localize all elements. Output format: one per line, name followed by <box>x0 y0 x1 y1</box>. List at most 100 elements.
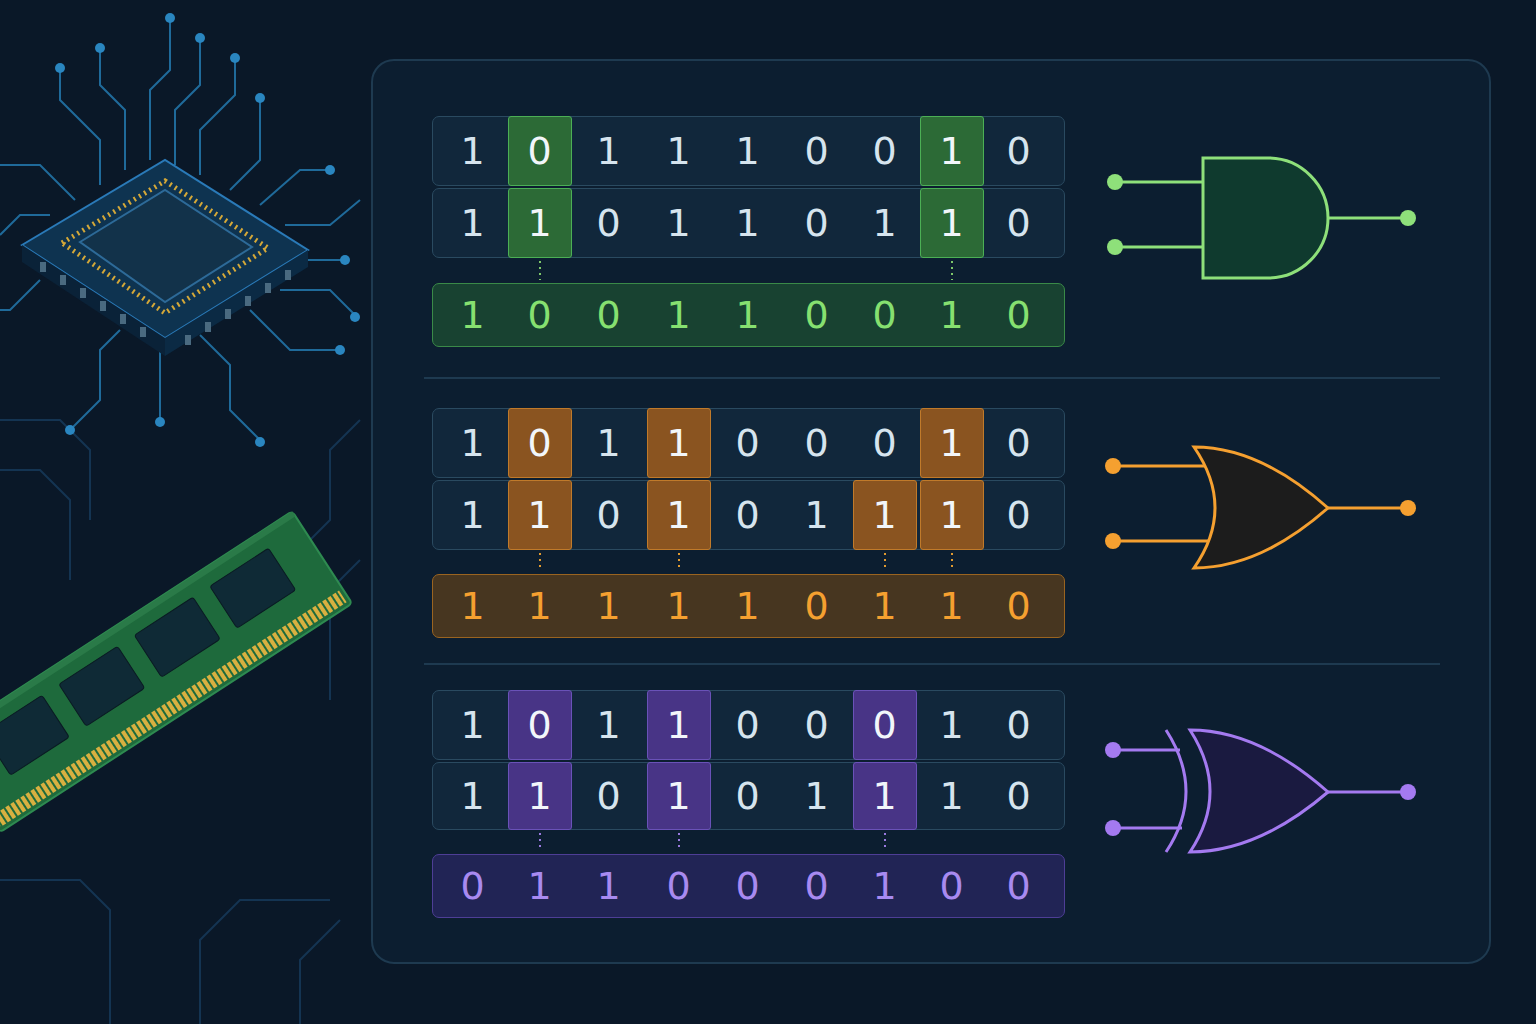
bit-row: 101100010 <box>432 690 1065 760</box>
bit-digit: 1 <box>577 574 641 638</box>
dotted-leader <box>884 553 886 571</box>
bit-digit: 0 <box>987 854 1051 918</box>
bit-digit: 0 <box>785 283 849 347</box>
bit-digit: 1 <box>508 762 572 830</box>
and-gate <box>1107 158 1416 278</box>
trace-pads <box>55 13 360 447</box>
bit-digit: 1 <box>716 283 780 347</box>
bit-digit: 0 <box>785 188 849 258</box>
trace <box>60 70 100 185</box>
bit-digit: 1 <box>647 690 711 760</box>
bit-digit: 1 <box>785 480 849 550</box>
bit-digit: 1 <box>647 480 711 550</box>
result-row: 111110110 <box>432 574 1065 638</box>
bit-digit: 1 <box>920 762 984 830</box>
bit-digit: 0 <box>577 762 641 830</box>
bit-digit: 0 <box>853 116 917 186</box>
trace <box>250 310 340 350</box>
trace <box>0 280 40 310</box>
trace <box>175 40 200 165</box>
and-gate-body <box>1203 158 1328 278</box>
trace <box>70 330 120 430</box>
main-panel <box>372 60 1490 963</box>
bit-row: 101110010 <box>432 116 1065 186</box>
bit-digit: 0 <box>987 762 1051 830</box>
chip-traces <box>0 20 360 440</box>
dotted-leader <box>539 261 541 280</box>
bit-row: 110101110 <box>432 762 1065 830</box>
bit-digit: 0 <box>785 574 849 638</box>
bit-digit: 1 <box>920 690 984 760</box>
trace <box>300 420 360 550</box>
panel-separator <box>424 663 1440 665</box>
bit-digit: 0 <box>853 690 917 760</box>
bit-digit: 0 <box>987 188 1051 258</box>
bit-digit: 0 <box>920 854 984 918</box>
ram-board <box>0 511 352 832</box>
bit-digit: 0 <box>853 283 917 347</box>
trace <box>0 880 110 1024</box>
bit-digit: 1 <box>441 283 505 347</box>
xor-gate <box>1105 730 1416 852</box>
bit-digit: 1 <box>441 762 505 830</box>
bit-digit: 1 <box>920 408 984 478</box>
trace <box>200 335 260 440</box>
gate-input <box>1113 540 1212 543</box>
bit-digit: 0 <box>987 283 1051 347</box>
bit-digit: 1 <box>508 188 572 258</box>
trace <box>260 170 330 205</box>
bit-digit: 1 <box>647 283 711 347</box>
dotted-leader <box>951 553 953 571</box>
bit-digit: 0 <box>508 283 572 347</box>
bit-digit: 1 <box>577 854 641 918</box>
trace <box>200 900 330 1024</box>
bit-digit: 0 <box>508 690 572 760</box>
trace <box>0 165 75 200</box>
dotted-leader <box>678 553 680 571</box>
trace <box>230 100 260 190</box>
bit-digit: 0 <box>785 854 849 918</box>
result-row: 011000100 <box>432 854 1065 918</box>
dotted-leader <box>539 833 541 851</box>
bit-digit: 1 <box>785 762 849 830</box>
bit-digit: 1 <box>577 690 641 760</box>
gate-input <box>1113 827 1182 830</box>
bit-digit: 1 <box>853 574 917 638</box>
bit-digit: 1 <box>647 574 711 638</box>
bit-digit: 1 <box>647 188 711 258</box>
cpu-chip <box>22 160 308 356</box>
bit-digit: 0 <box>987 480 1051 550</box>
trace <box>159 345 161 420</box>
bit-digit: 1 <box>716 574 780 638</box>
result-row: 100110010 <box>432 283 1065 347</box>
bit-digit: 1 <box>508 854 572 918</box>
gate-input <box>1113 749 1180 752</box>
bit-digit: 0 <box>785 116 849 186</box>
or-gate <box>1105 447 1416 568</box>
bit-row: 110110110 <box>432 188 1065 258</box>
bit-digit: 1 <box>441 408 505 478</box>
bit-row: 110101110 <box>432 480 1065 550</box>
bit-digit: 0 <box>785 690 849 760</box>
bit-digit: 0 <box>716 762 780 830</box>
bit-digit: 1 <box>853 480 917 550</box>
trace <box>280 290 355 315</box>
bit-digit: 0 <box>647 854 711 918</box>
gate-output <box>1328 791 1408 794</box>
trace <box>100 50 125 170</box>
bit-row: 101100010 <box>432 408 1065 478</box>
bit-digit: 1 <box>647 408 711 478</box>
or-gate-body <box>1194 447 1328 568</box>
bit-digit: 0 <box>716 480 780 550</box>
bit-digit: 0 <box>987 574 1051 638</box>
ram-chip <box>0 695 69 775</box>
bit-digit: 0 <box>508 116 572 186</box>
ram-edge <box>0 511 296 745</box>
gate-input <box>1115 246 1203 249</box>
bit-digit: 1 <box>853 188 917 258</box>
dotted-leader <box>678 833 680 851</box>
bit-digit: 0 <box>716 408 780 478</box>
bit-digit: 1 <box>920 188 984 258</box>
bit-digit: 0 <box>441 854 505 918</box>
bit-digit: 0 <box>987 116 1051 186</box>
